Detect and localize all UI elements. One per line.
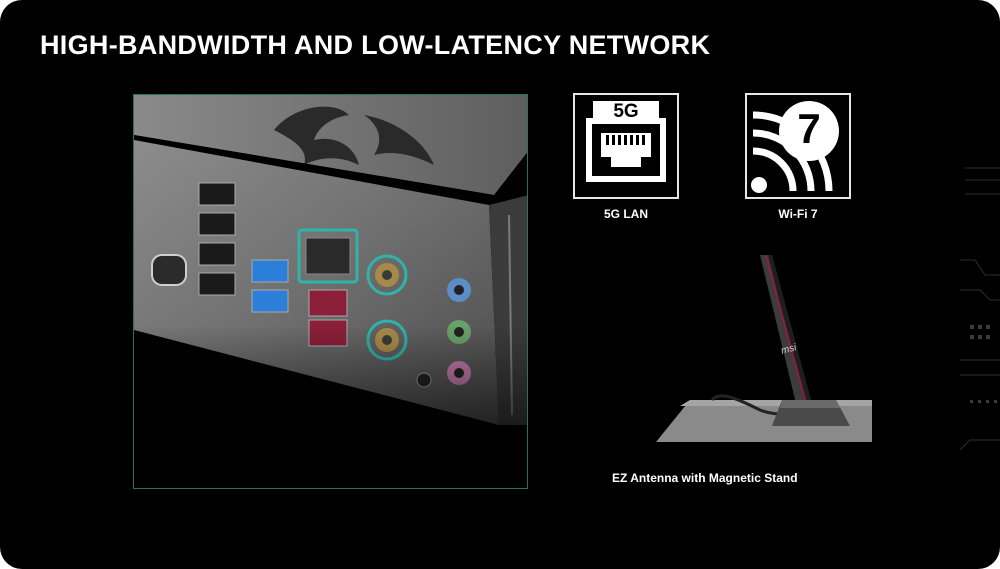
page-title: HIGH-BANDWIDTH AND LOW-LATENCY NETWORK	[40, 30, 711, 60]
ethernet-port-icon	[586, 101, 666, 182]
antenna-illustration	[656, 255, 872, 442]
usb-5g-port	[251, 259, 289, 283]
usb-port	[198, 272, 236, 296]
usb-5g-port	[251, 289, 289, 313]
decorative-edge-graphic	[960, 167, 1000, 451]
dragon-logo	[274, 106, 359, 165]
usb-port	[198, 182, 236, 206]
usb-10g-port	[308, 289, 348, 317]
lan-port-highlight	[297, 228, 359, 284]
usb-c-port	[151, 254, 187, 286]
rear-io-photo	[133, 94, 528, 489]
lan-5g-icon-box: 5G	[573, 93, 679, 199]
wifi-7-icon-box: 7	[745, 93, 851, 199]
wifi-7-label: Wi-Fi 7	[778, 207, 818, 221]
lan-5g-label: 5G LAN	[603, 207, 648, 221]
wifi-connector-highlight	[366, 254, 408, 296]
usb-port	[198, 242, 236, 266]
wifi-7-badge: 7	[797, 105, 821, 152]
antenna-caption: EZ Antenna with Magnetic Stand	[612, 471, 798, 485]
usb-port	[198, 212, 236, 236]
rear-io-illustration	[134, 95, 527, 488]
lan-port	[305, 237, 351, 275]
antenna-image: msi	[650, 250, 880, 445]
lan-5g-badge: 5G	[613, 101, 639, 122]
wifi-7-icon	[751, 101, 839, 193]
